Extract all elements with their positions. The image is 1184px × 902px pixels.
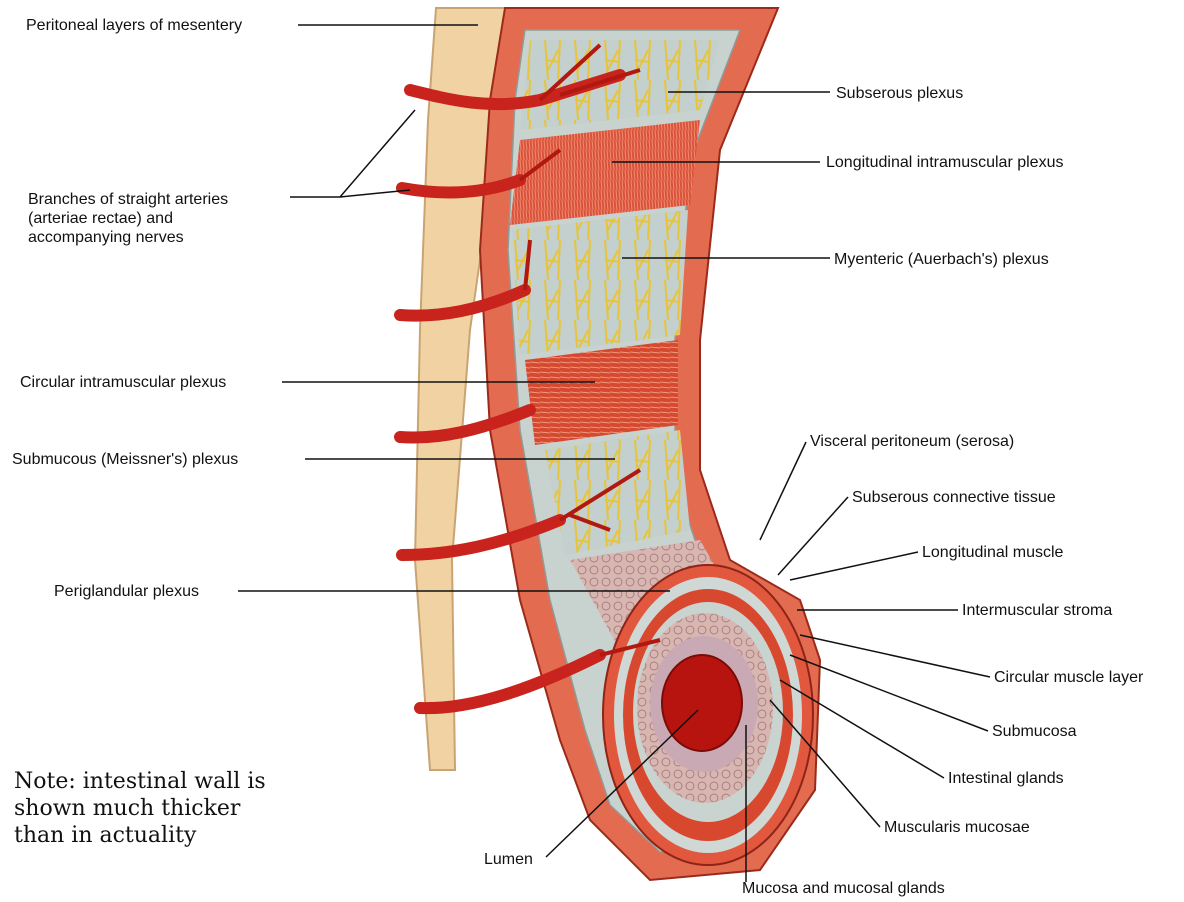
label-straight-arteries-line3: accompanying nerves bbox=[28, 228, 288, 247]
label-circular-muscle: Circular muscle layer bbox=[994, 668, 1143, 687]
note-line1: Note: intestinal wall is bbox=[14, 768, 314, 795]
note-line3: than in actuality bbox=[14, 822, 314, 849]
label-mucosa: Mucosa and mucosal glands bbox=[742, 879, 945, 898]
label-muscularis-mucosae: Muscularis mucosae bbox=[884, 818, 1030, 837]
label-straight-arteries-line1: Branches of straight arteries bbox=[28, 190, 288, 209]
lumen-shape bbox=[662, 655, 742, 751]
label-lumen: Lumen bbox=[484, 850, 533, 869]
label-intestinal-glands: Intestinal glands bbox=[948, 769, 1064, 788]
label-submucosa: Submucosa bbox=[992, 722, 1077, 741]
label-circular-intramuscular: Circular intramuscular plexus bbox=[20, 373, 226, 392]
label-subserous-connective: Subserous connective tissue bbox=[852, 488, 1056, 507]
note-line2: shown much thicker bbox=[14, 795, 314, 822]
label-straight-arteries-line2: (arteriae rectae) and bbox=[28, 209, 288, 228]
label-intermuscular-stroma: Intermuscular stroma bbox=[962, 601, 1112, 620]
label-peritoneal-layers: Peritoneal layers of mesentery bbox=[26, 16, 242, 35]
label-subserous-plexus: Subserous plexus bbox=[836, 84, 963, 103]
myenteric-plexus-layer bbox=[512, 210, 688, 355]
label-submucous-plexus: Submucous (Meissner's) plexus bbox=[12, 450, 238, 469]
label-longitudinal-intramuscular: Longitudinal intramuscular plexus bbox=[826, 153, 1063, 172]
label-straight-arteries: Branches of straight arteries (arteriae … bbox=[28, 190, 288, 247]
note-text: Note: intestinal wall is shown much thic… bbox=[14, 768, 314, 849]
label-longitudinal-muscle: Longitudinal muscle bbox=[922, 543, 1063, 562]
label-myenteric: Myenteric (Auerbach's) plexus bbox=[834, 250, 1049, 269]
label-visceral-peritoneum: Visceral peritoneum (serosa) bbox=[810, 432, 1014, 451]
label-periglandular: Periglandular plexus bbox=[54, 582, 199, 601]
